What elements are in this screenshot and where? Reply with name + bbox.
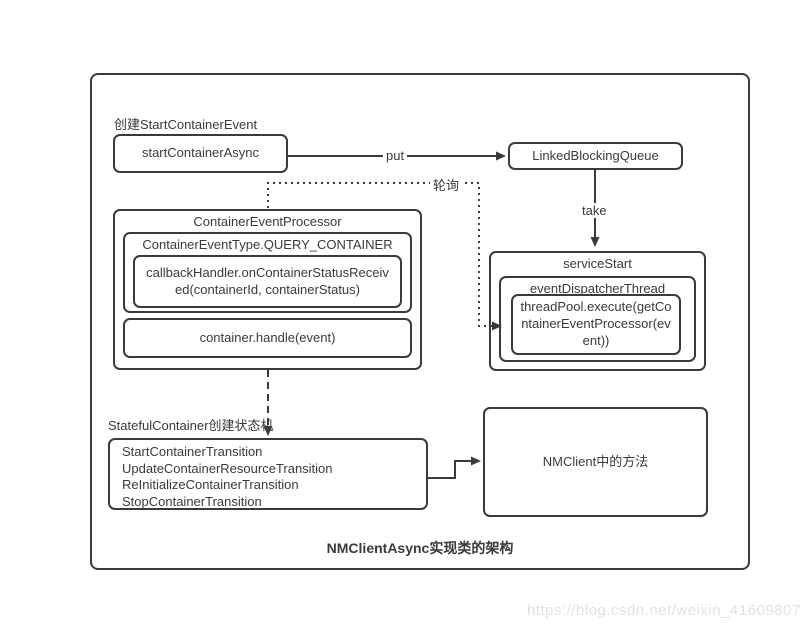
node-thread-pool: threadPool.execute(getContainerEventProc… [511, 294, 681, 355]
polling-label: 轮询 [430, 175, 463, 194]
transition-item: StopContainerTransition [122, 493, 262, 509]
transition-item: UpdateContainerResourceTransition [122, 460, 333, 476]
event-dispatcher-thread-title: eventDispatcherThread [529, 281, 666, 296]
stateful-container-label: StatefulContainer创建状态机 [108, 418, 274, 433]
container-event-processor-title: ContainerEventProcessor [193, 214, 342, 229]
create-event-label: 创建StartContainerEvent [114, 117, 258, 132]
take-label: take [579, 203, 610, 218]
node-nmclient-methods: NMClient中的方法 [483, 407, 708, 517]
transition-item: StartContainerTransition [122, 444, 263, 459]
node-callback-handler: callbackHandler.onContainerStatusReceive… [133, 255, 402, 308]
diagram-title: NMClientAsync实现类的架构 [326, 540, 514, 556]
transition-item: ReInitializeContainerTransition [122, 477, 299, 492]
node-container-handle: container.handle(event) [123, 318, 412, 358]
container-event-type-title: ContainerEventType.QUERY_CONTAINER [142, 237, 393, 252]
service-start-title: serviceStart [563, 256, 632, 271]
put-label: put [383, 148, 408, 163]
watermark-url: https://blog.csdn.net/weixin_41609807 [527, 602, 801, 619]
node-linked-blocking-queue: LinkedBlockingQueue [508, 142, 683, 170]
node-start-container-async: startContainerAsync [113, 134, 288, 173]
node-transitions: StartContainerTransition UpdateContainer… [108, 438, 428, 510]
